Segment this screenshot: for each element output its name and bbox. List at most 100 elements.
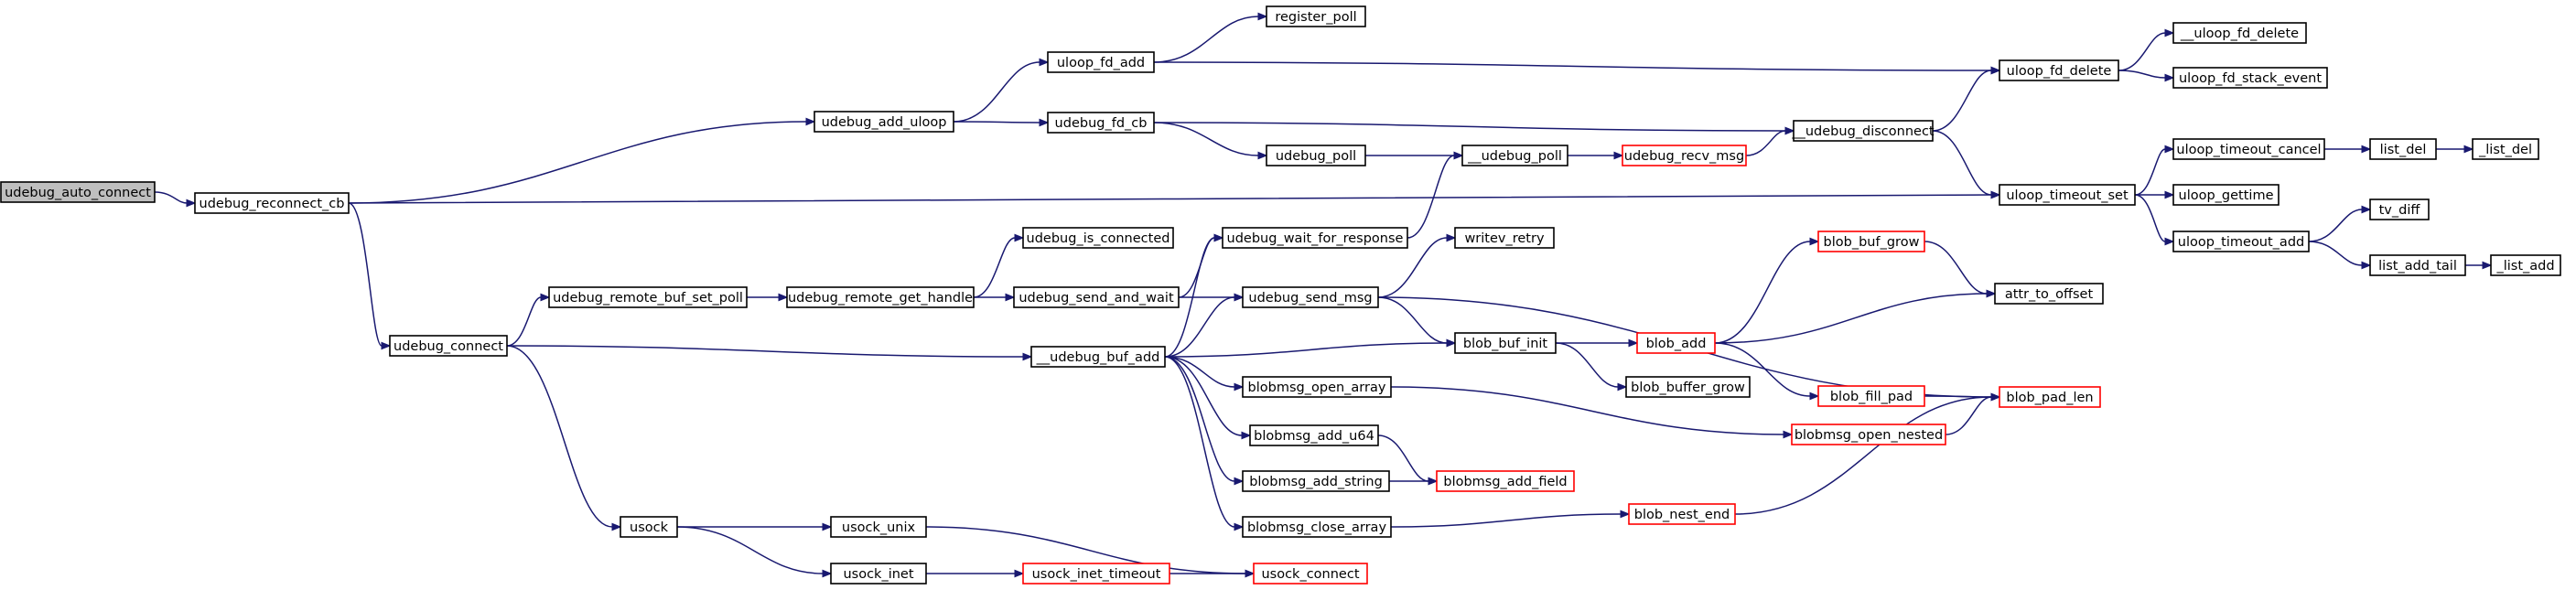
node-usock_connect[interactable]: usock_connect [1253, 563, 1368, 585]
edge-uloop_timeout_cancel-to-list_del [2324, 145, 2372, 154]
edge-arrowhead [2164, 190, 2175, 199]
node-writev_retry[interactable]: writev_retry [1454, 227, 1555, 249]
edge-line [2118, 70, 2166, 79]
edge-line [1924, 241, 1988, 295]
node-__udebug_disconnect[interactable]: __udebug_disconnect [1791, 120, 1935, 142]
edge-arrowhead [1022, 352, 1033, 361]
node-label: __udebug_disconnect [1791, 124, 1935, 139]
edge-udebug_remote_buf_set_poll-to-udebug_remote_get_handle [746, 293, 789, 302]
node-udebug_remote_get_handle[interactable]: udebug_remote_get_handle [786, 286, 975, 308]
node-box [1994, 283, 2104, 305]
node-__uloop_fd_delete[interactable]: __uloop_fd_delete [2172, 22, 2307, 44]
node-uloop_timeout_cancel[interactable]: uloop_timeout_cancel [2172, 138, 2325, 160]
node-box [1047, 112, 1155, 134]
edge-arrowhead [1039, 58, 1050, 67]
node-label: tv_diff [2379, 203, 2421, 218]
node-blob_add[interactable]: blob_add [1636, 332, 1716, 354]
node-uloop_fd_stack_event[interactable]: uloop_fd_stack_event [2172, 67, 2328, 89]
node-blobmsg_add_string[interactable]: blobmsg_add_string [1242, 470, 1390, 492]
node-udebug_wait_for_response[interactable]: udebug_wait_for_response [1222, 227, 1408, 249]
node-box [786, 286, 975, 308]
node-uloop_fd_add[interactable]: uloop_fd_add [1047, 51, 1155, 73]
node-blob_buf_grow[interactable]: blob_buf_grow [1817, 231, 1925, 252]
edge-line [1714, 241, 1811, 344]
node-udebug_poll[interactable]: udebug_poll [1266, 145, 1366, 166]
edge-udebug_send_msg-to-blob_buf_init [1377, 296, 1457, 348]
node-label: uloop_timeout_add [2178, 235, 2304, 250]
edge-line [2308, 209, 2363, 242]
node-box [1022, 563, 1170, 585]
node-udebug_is_connected[interactable]: udebug_is_connected [1022, 227, 1174, 249]
node-box [2172, 184, 2280, 206]
node-udebug_fd_cb[interactable]: udebug_fd_cb [1047, 112, 1155, 134]
edge-arrowhead [1809, 392, 1820, 401]
node-blobmsg_add_field[interactable]: blobmsg_add_field [1436, 470, 1575, 492]
edge-arrowhead [1628, 338, 1639, 348]
node-udebug_reconnect_cb[interactable]: udebug_reconnect_cb [194, 192, 350, 214]
node-blob_nest_end[interactable]: blob_nest_end [1628, 503, 1736, 525]
edge-line [953, 121, 1040, 123]
node-udebug_auto_connect: udebug_auto_connect [0, 181, 156, 203]
node-udebug_send_msg[interactable]: udebug_send_msg [1242, 286, 1379, 308]
edge-line [348, 194, 1992, 204]
node-label: register_poll [1275, 10, 1356, 25]
node-box [548, 286, 748, 308]
node-box [1030, 346, 1166, 368]
node-blob_buffer_grow[interactable]: blob_buffer_grow [1625, 376, 1751, 398]
node-attr_to_offset[interactable]: attr_to_offset [1994, 283, 2104, 305]
edge-blob_buf_init-to-blob_buffer_grow [1555, 342, 1628, 392]
node-udebug_send_and_wait[interactable]: udebug_send_and_wait [1013, 286, 1180, 308]
edge-line [1714, 342, 1811, 397]
node-box [1436, 470, 1575, 492]
edge-uloop_fd_add-to-uloop_fd_delete [1153, 61, 2001, 75]
node-box [2172, 138, 2325, 160]
edge-usock_inet_timeout-to-usock_connect [1169, 569, 1256, 578]
node-label: blob_buf_grow [1824, 235, 1920, 250]
node-tv_diff[interactable]: tv_diff [2369, 198, 2430, 220]
edge-arrowhead [1446, 233, 1457, 242]
node-label: blobmsg_add_string [1249, 475, 1383, 489]
node-blobmsg_open_array[interactable]: blobmsg_open_array [1242, 376, 1392, 398]
node-_list_add[interactable]: _list_add [2490, 254, 2561, 276]
node-uloop_timeout_add[interactable]: uloop_timeout_add [2172, 231, 2310, 252]
node-label: attr_to_offset [2005, 287, 2094, 302]
edge-uloop_timeout_add-to-list_add_tail [2308, 241, 2372, 270]
node-list_add_tail[interactable]: list_add_tail [2369, 254, 2466, 276]
node-udebug_remote_buf_set_poll[interactable]: udebug_remote_buf_set_poll [548, 286, 748, 308]
node-uloop_gettime[interactable]: uloop_gettime [2172, 184, 2280, 206]
edge-line [1164, 296, 1235, 358]
edge-arrowhead [1213, 233, 1224, 242]
edge-arrowhead [540, 293, 551, 302]
node-box [389, 335, 508, 357]
node-udebug_recv_msg[interactable]: udebug_recv_msg [1622, 145, 1747, 166]
node-blobmsg_close_array[interactable]: blobmsg_close_array [1242, 516, 1392, 538]
node-uloop_timeout_set[interactable]: uloop_timeout_set [1999, 184, 2136, 206]
node-box [1999, 184, 2136, 206]
node-blob_fill_pad[interactable]: blob_fill_pad [1817, 385, 1925, 407]
node-list_del[interactable]: list_del [2369, 138, 2437, 160]
node-box [830, 516, 927, 538]
node-blob_buf_init[interactable]: blob_buf_init [1454, 332, 1557, 354]
node-udebug_add_uloop[interactable]: udebug_add_uloop [814, 111, 954, 133]
node-usock_inet_timeout[interactable]: usock_inet_timeout [1022, 563, 1170, 585]
node-blob_pad_len[interactable]: blob_pad_len [1999, 386, 2101, 408]
node-_list_del[interactable]: _list_del [2472, 138, 2539, 160]
node-__udebug_poll[interactable]: __udebug_poll [1461, 145, 1568, 166]
node-usock[interactable]: usock [620, 516, 678, 538]
edge-__udebug_poll-to-udebug_recv_msg [1568, 151, 1624, 160]
edge-usock-to-usock_inet [676, 526, 833, 578]
node-box [1242, 516, 1392, 538]
node-blobmsg_add_u64[interactable]: blobmsg_add_u64 [1249, 424, 1379, 446]
node-register_poll[interactable]: register_poll [1266, 5, 1366, 27]
edge-line [154, 191, 188, 204]
node-uloop_fd_delete[interactable]: uloop_fd_delete [1999, 59, 2119, 81]
node-usock_inet[interactable]: usock_inet [830, 563, 927, 585]
node-__udebug_buf_add[interactable]: __udebug_buf_add [1030, 346, 1166, 368]
node-box [1461, 145, 1568, 166]
node-label: blobmsg_add_field [1443, 475, 1567, 489]
node-usock_unix[interactable]: usock_unix [830, 516, 927, 538]
node-udebug_connect[interactable]: udebug_connect [389, 335, 508, 357]
node-label: writev_retry [1464, 231, 1544, 246]
node-blobmsg_open_nested[interactable]: blobmsg_open_nested [1791, 424, 1946, 445]
